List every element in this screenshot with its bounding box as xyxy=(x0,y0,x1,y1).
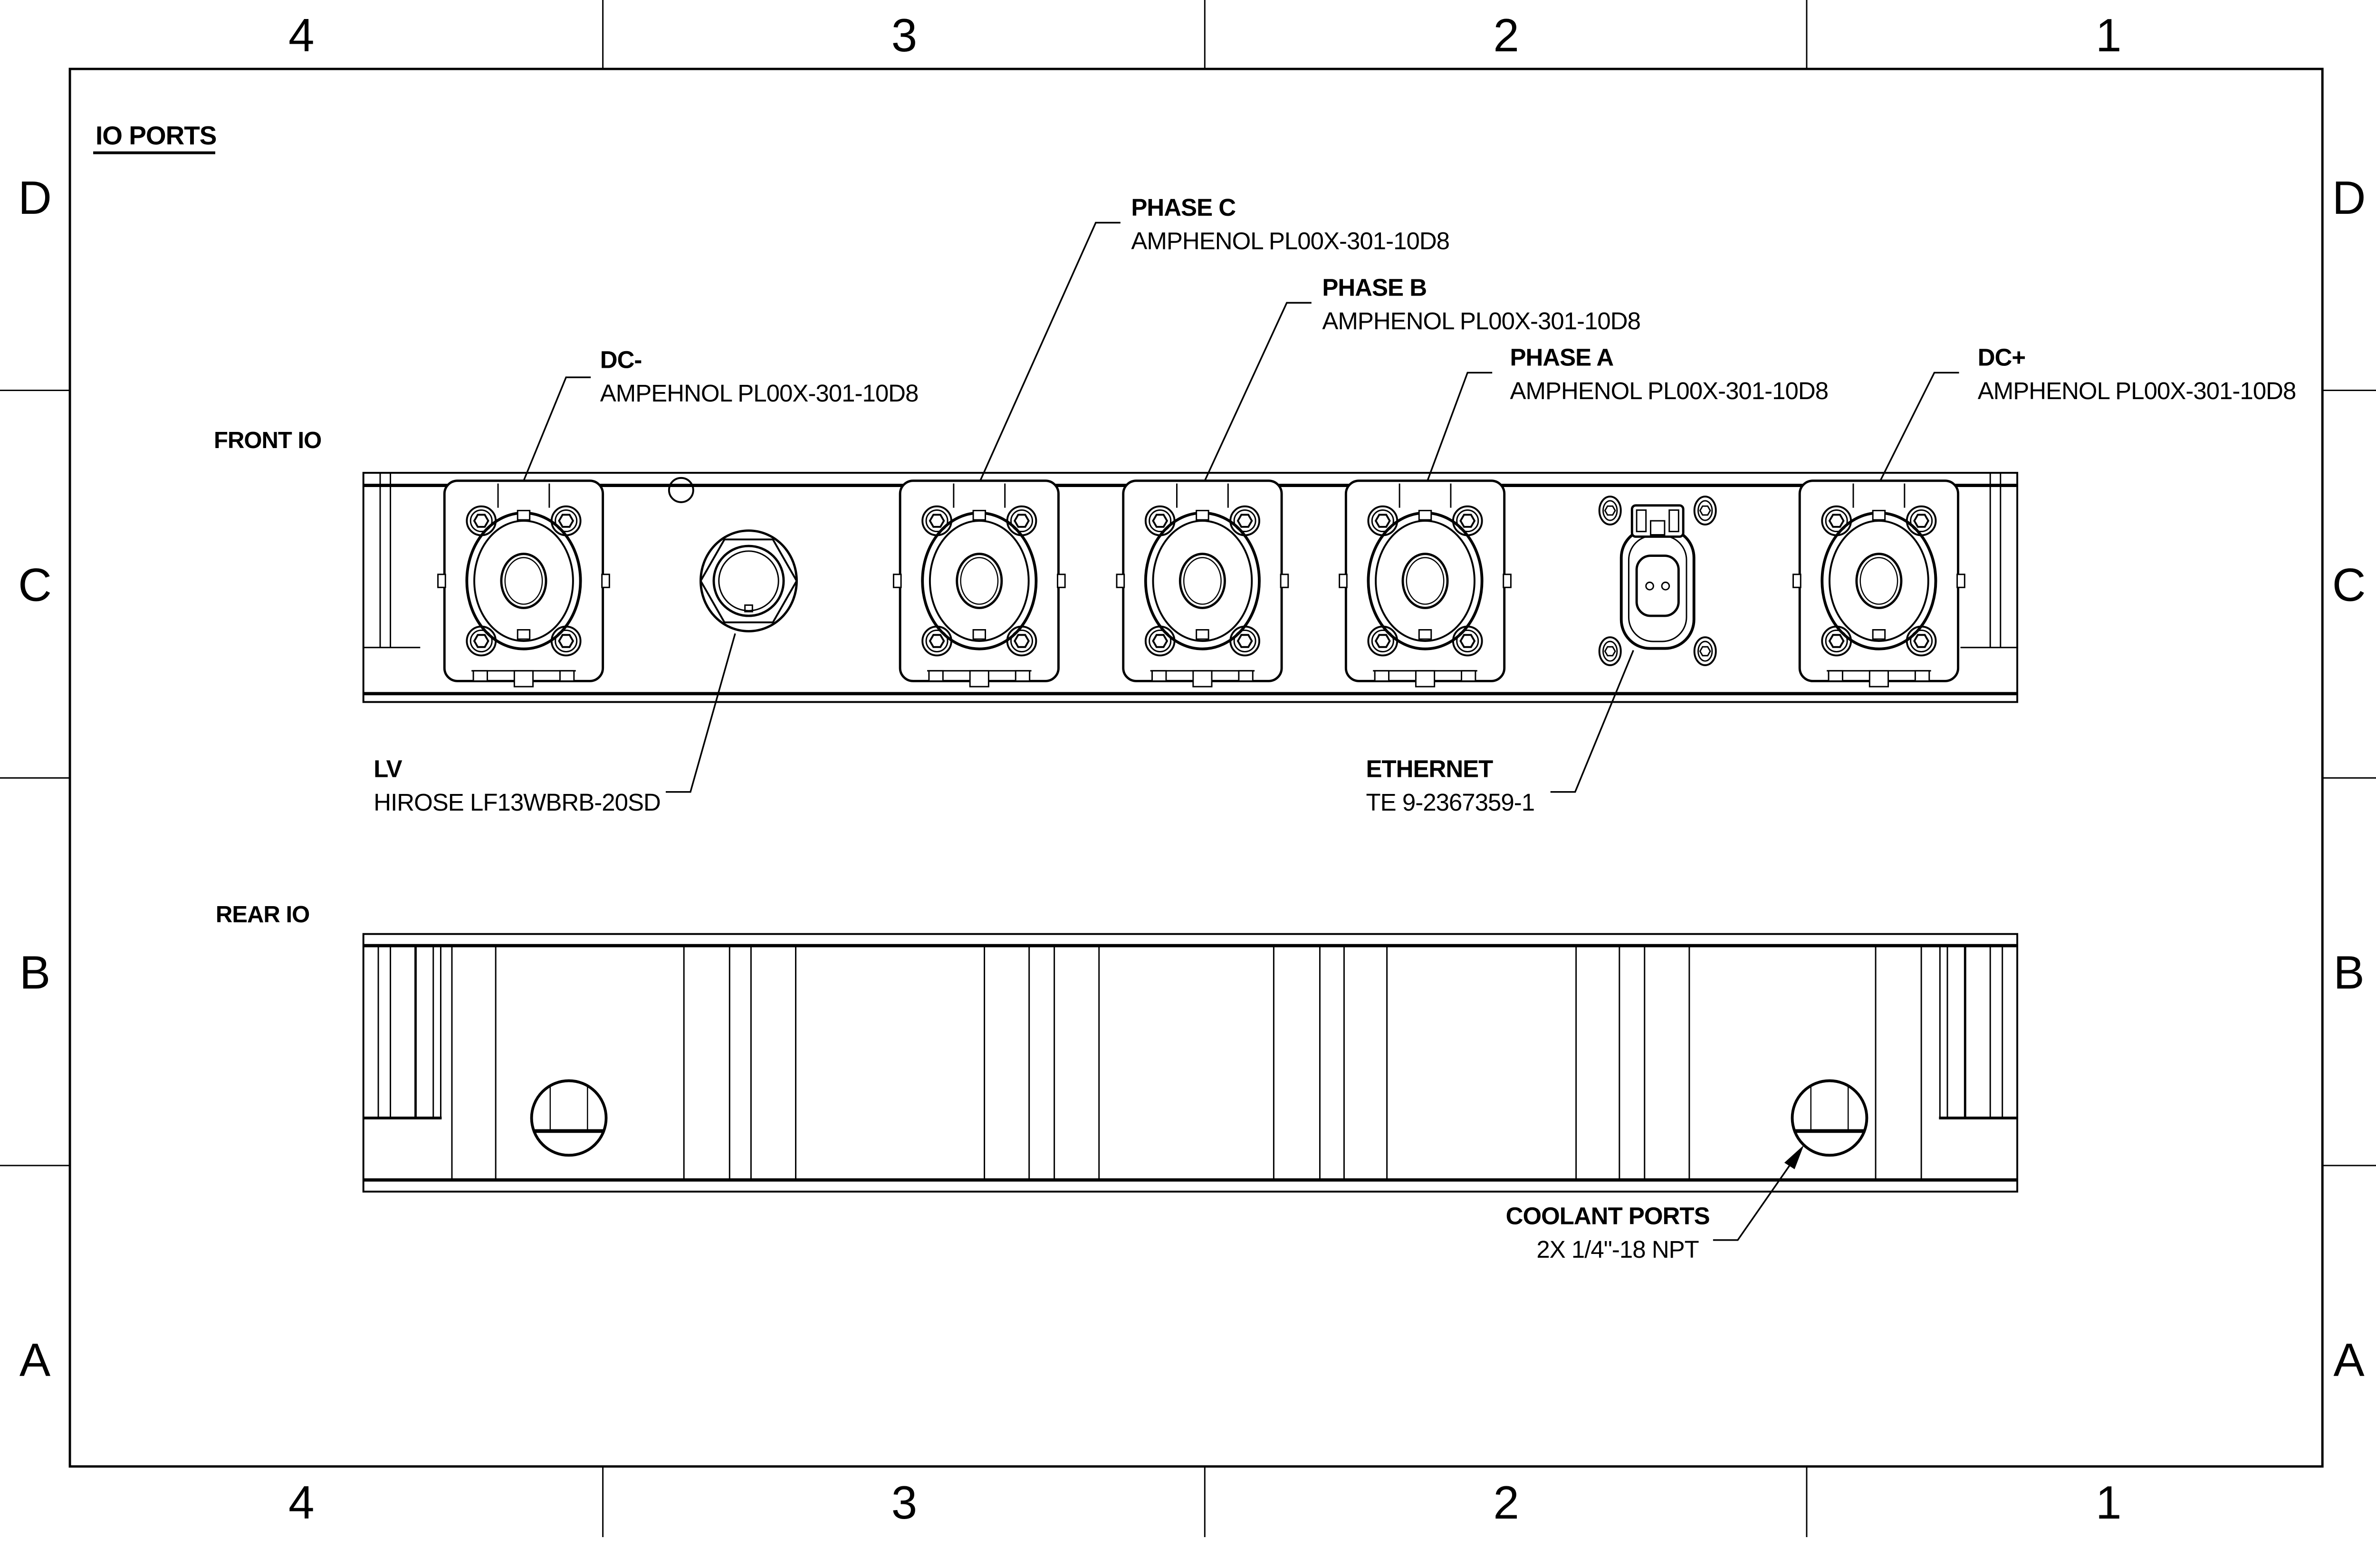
ethernet-callout-part: TE 9-2367359-1 xyxy=(1366,789,1535,816)
zone-row-d-left: D xyxy=(18,172,52,224)
front-leader-lines xyxy=(523,221,1959,793)
zone-row-a-left: A xyxy=(19,1334,51,1386)
phase-a-callout-part: AMPHENOL PL00X-301-10D8 xyxy=(1510,377,1828,404)
zone-col-1-bottom: 1 xyxy=(2096,1476,2122,1529)
coolant-callout-part: 2X 1/4"-18 NPT xyxy=(1536,1236,1699,1263)
phase-a-callout-name: PHASE A xyxy=(1510,344,1613,371)
zone-col-1-top: 1 xyxy=(2096,9,2122,61)
phase-c-connector xyxy=(893,481,1065,687)
rear-io-label: REAR IO xyxy=(216,902,309,927)
zone-row-d-right: D xyxy=(2332,172,2366,224)
dc-minus-connector xyxy=(438,481,610,687)
coolant-callout-name: COOLANT PORTS xyxy=(1506,1202,1710,1229)
rear-panel xyxy=(362,933,2019,1193)
ethernet-latch xyxy=(1630,504,1685,538)
coolant-port-right xyxy=(1792,1081,1867,1156)
lv-callout-part: HIROSE LF13WBRB-20SD xyxy=(374,789,661,816)
sheet-title: IO PORTS xyxy=(93,121,217,154)
zone-col-3-bottom: 3 xyxy=(891,1476,918,1529)
leader-arrowhead xyxy=(1784,1145,1804,1169)
coolant-port-left xyxy=(532,1081,606,1156)
zone-row-c-left: C xyxy=(18,559,52,611)
front-io-view: FRONT IO xyxy=(214,194,2296,816)
phase-b-connector xyxy=(1117,481,1288,687)
zone-col-3-top: 3 xyxy=(891,9,918,61)
dc-minus-callout-name: DC- xyxy=(600,346,642,373)
phase-a-connector xyxy=(1340,481,1511,687)
coolant-leader-line xyxy=(1713,1145,1804,1241)
zone-row-b-left: B xyxy=(19,946,50,998)
zone-labels: 4 3 2 1 4 3 2 1 D C B A D C B A xyxy=(18,9,2366,1529)
front-io-label: FRONT IO xyxy=(214,428,321,453)
zone-col-2-top: 2 xyxy=(1493,9,1519,61)
phase-b-callout-part: AMPHENOL PL00X-301-10D8 xyxy=(1322,307,1640,335)
phase-b-callout-name: PHASE B xyxy=(1322,274,1427,301)
zone-col-4-top: 4 xyxy=(288,9,315,61)
zone-row-c-right: C xyxy=(2332,559,2366,611)
front-callouts: DC- AMPEHNOL PL00X-301-10D8 PHASE C AMPH… xyxy=(374,194,2296,816)
dc-plus-callout-part: AMPHENOL PL00X-301-10D8 xyxy=(1978,377,2296,404)
page-title: IO PORTS xyxy=(96,121,216,150)
ethernet-connector xyxy=(1598,496,1717,666)
rear-callouts: COOLANT PORTS 2X 1/4"-18 NPT xyxy=(1506,1202,1710,1263)
zone-row-a-right: A xyxy=(2333,1334,2365,1386)
lv-connector xyxy=(668,477,798,632)
zone-col-4-bottom: 4 xyxy=(288,1476,315,1529)
pilot-hole xyxy=(668,477,694,503)
rear-io-view: REAR IO COOLANT PORTS 2X 1/4"-18 NPT xyxy=(216,902,2019,1263)
phase-c-callout-part: AMPHENOL PL00X-301-10D8 xyxy=(1131,228,1449,255)
dc-plus-callout-name: DC+ xyxy=(1978,344,2025,371)
zone-col-2-bottom: 2 xyxy=(1493,1476,1519,1529)
phase-c-callout-name: PHASE C xyxy=(1131,194,1236,221)
ethernet-callout-name: ETHERNET xyxy=(1366,755,1494,782)
zone-row-b-right: B xyxy=(2333,946,2364,998)
dc-plus-connector xyxy=(1793,481,1965,687)
dc-minus-callout-part: AMPEHNOL PL00X-301-10D8 xyxy=(600,380,919,407)
lv-callout-name: LV xyxy=(374,755,402,782)
